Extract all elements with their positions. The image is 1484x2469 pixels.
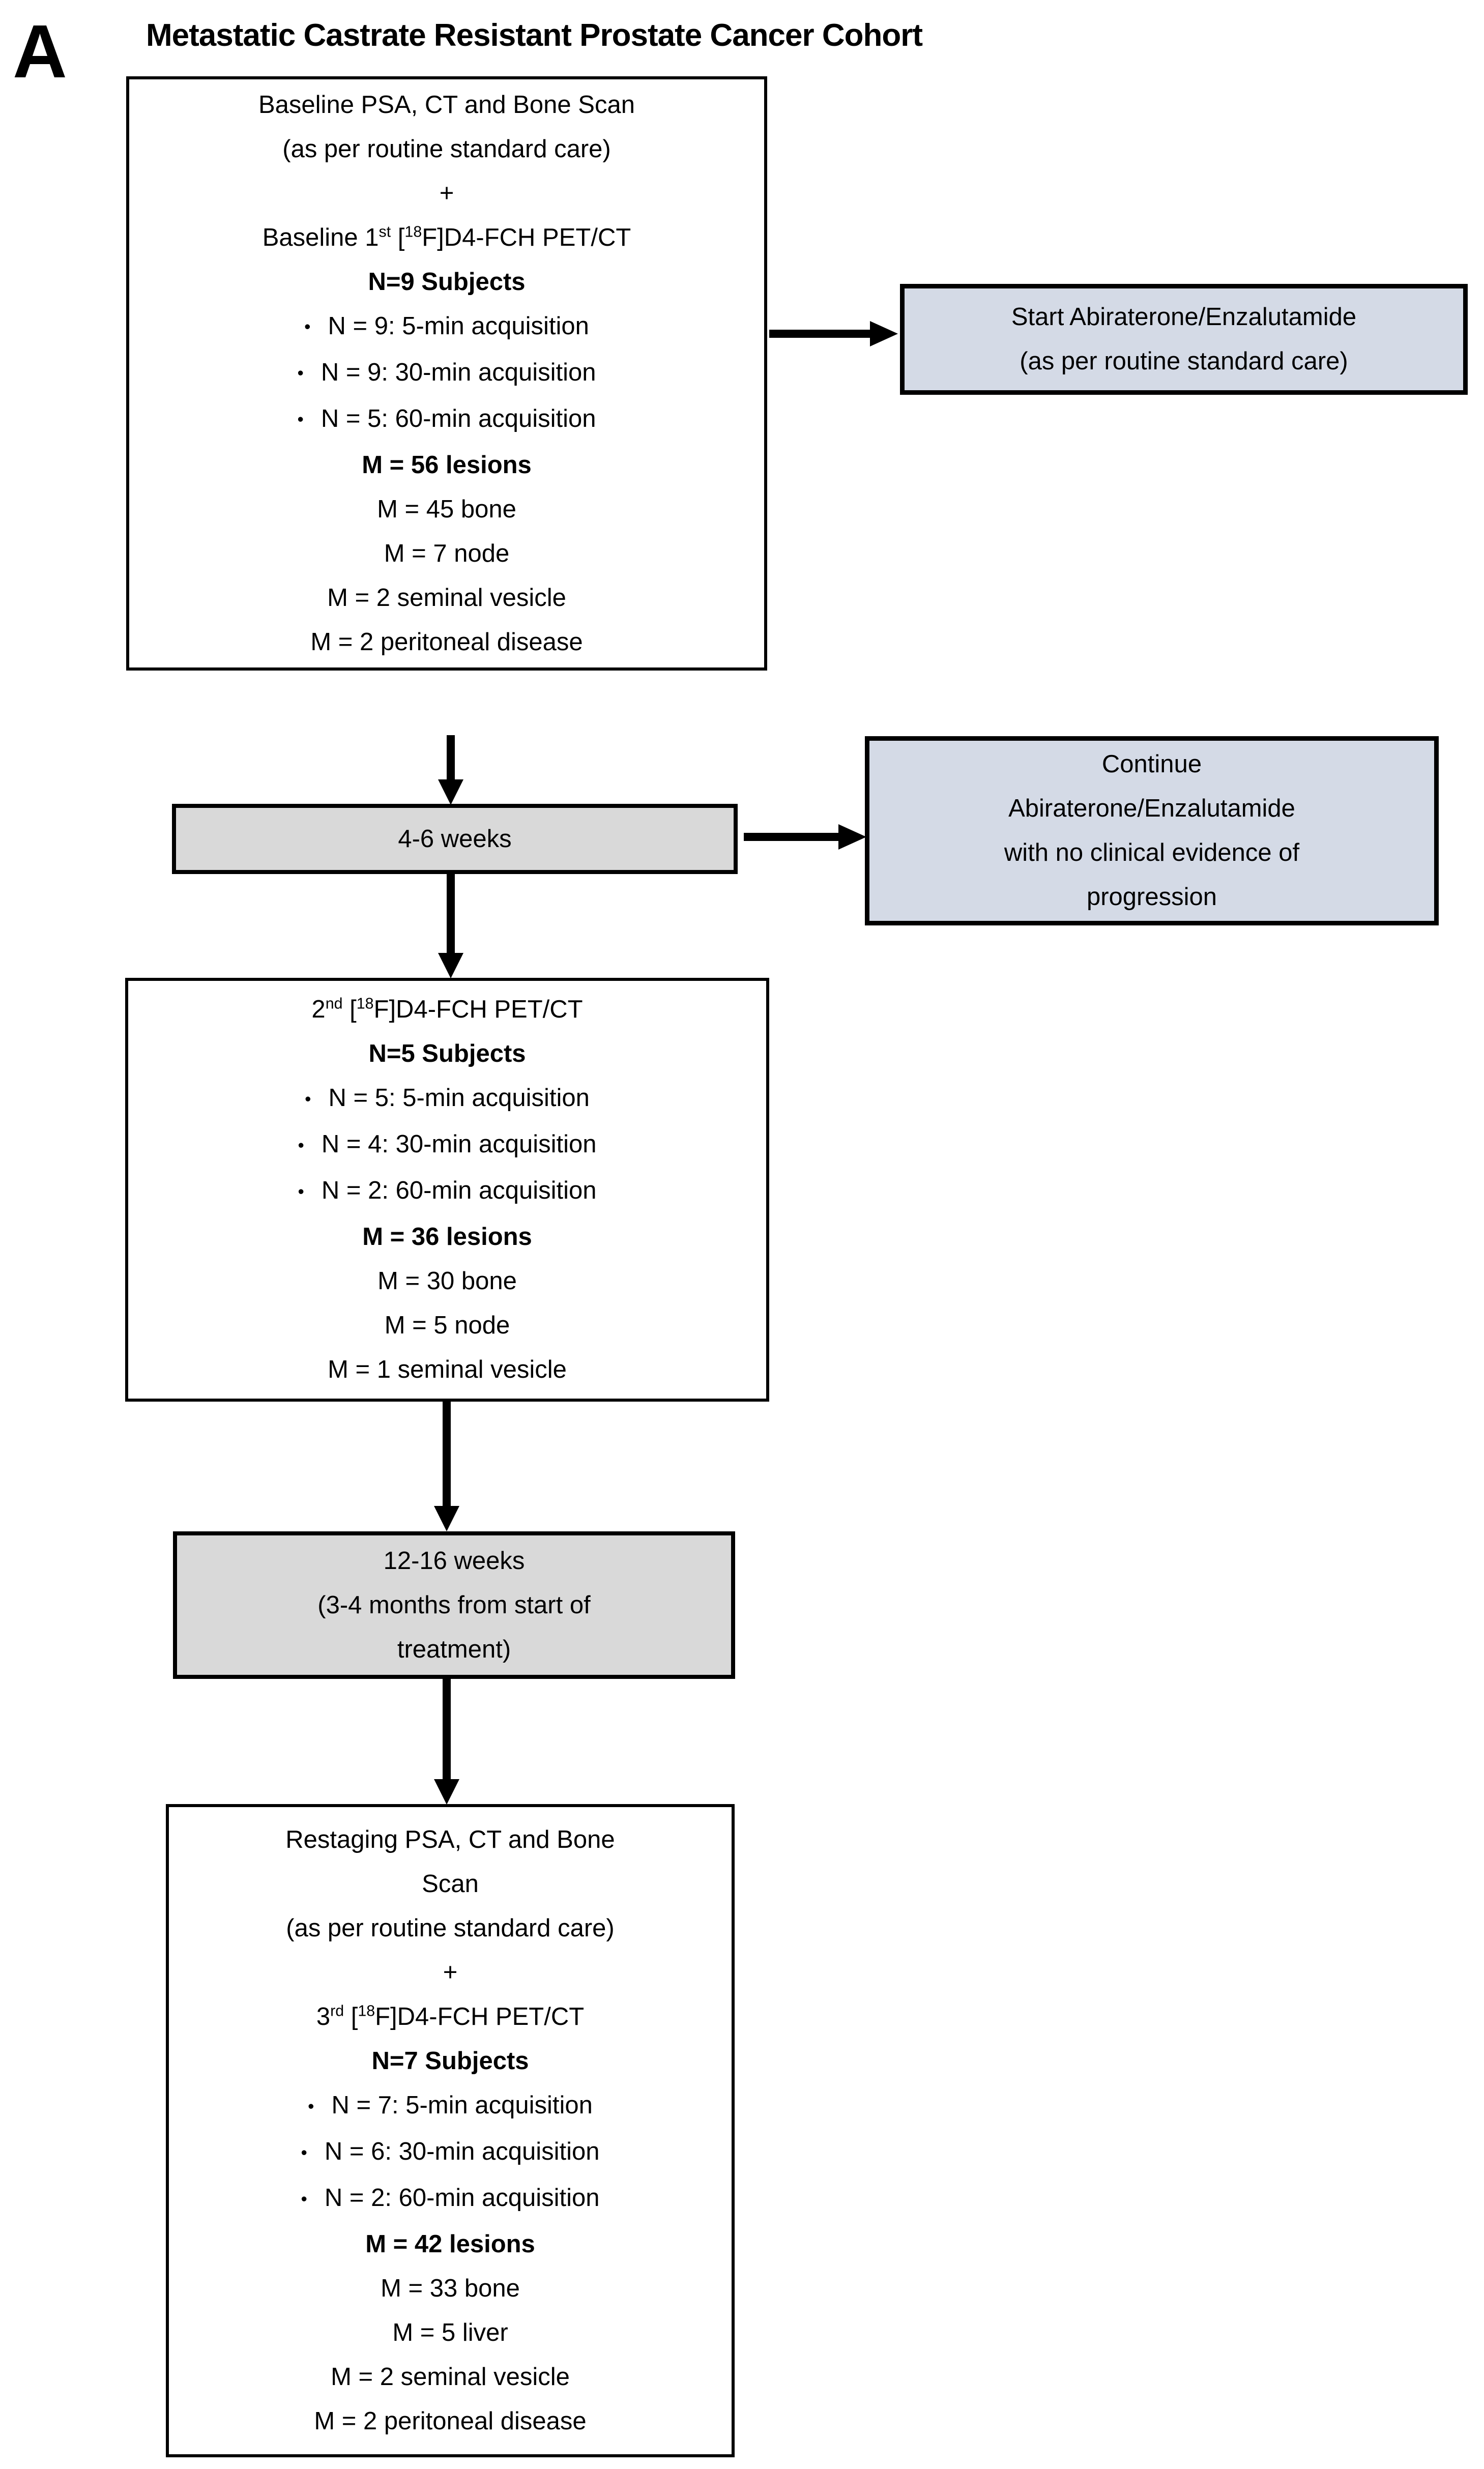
text-line: (3-4 months from start of <box>317 1591 591 1619</box>
bullet-line: •N = 2: 60-min acquisition <box>298 1169 597 1215</box>
bullet-line: •N = 2: 60-min acquisition <box>301 2176 600 2222</box>
text-line: M = 5 liver <box>392 2319 508 2346</box>
text-line: N=7 Subjects <box>371 2047 529 2075</box>
text-line: Restaging PSA, CT and Bone <box>285 1826 615 1853</box>
text-line: M = 2 seminal vesicle <box>331 2363 570 2391</box>
text-line: M = 2 peritoneal disease <box>310 628 583 656</box>
text-line: 12-16 weeks <box>383 1547 525 1575</box>
figure-title: Metastatic Castrate Resistant Prostate C… <box>146 18 923 53</box>
text-line: Abiraterone/Enzalutamide <box>1008 795 1295 822</box>
text-line: Baseline PSA, CT and Bone Scan <box>258 91 635 119</box>
arrow-shaft <box>447 735 455 782</box>
second-scan-box: 2nd [18F]D4-FCH PET/CT N=5 Subjects •N = 5… <box>125 978 769 1402</box>
bullet-marker: • <box>301 2189 307 2209</box>
arrow-shaft <box>443 1401 451 1508</box>
bullet-marker: • <box>305 1089 311 1109</box>
bullet-marker: • <box>304 317 311 337</box>
baseline-scan-box: Baseline PSA, CT and Bone Scan (as per ro… <box>126 76 767 671</box>
interval-4-6-weeks-box: 4-6 weeks <box>172 804 738 874</box>
text-line: Start Abiraterone/Enzalutamide <box>1011 303 1357 331</box>
arrow-shaft <box>769 330 871 338</box>
text-line: M = 2 peritoneal disease <box>314 2407 587 2435</box>
arrow-shaft <box>744 833 840 841</box>
bullet-line: •N = 7: 5-min acquisition <box>308 2083 593 2130</box>
bullet-line: •N = 9: 5-min acquisition <box>304 304 589 351</box>
text-line: N=9 Subjects <box>368 268 526 296</box>
text-line: Continue <box>1101 750 1202 778</box>
bullet-marker: • <box>301 2142 307 2163</box>
bullet-marker: • <box>308 2096 314 2116</box>
text-line: 4-6 weeks <box>398 825 512 853</box>
text-line: 3rd [18F]D4-FCH PET/CT <box>316 2002 585 2030</box>
text-line: with no clinical evidence of <box>1004 839 1300 866</box>
panel-label: A <box>13 10 67 94</box>
start-treatment-box: Start Abiraterone/Enzalutamide (as per ro… <box>900 284 1468 395</box>
text-line: (as per routine standard care) <box>282 135 611 163</box>
text-line: M = 56 lesions <box>362 451 532 479</box>
arrow-shaft <box>447 873 455 955</box>
text-line: M = 5 node <box>384 1312 510 1339</box>
bullet-marker: • <box>298 1135 304 1155</box>
arrow-down-icon <box>434 1779 459 1805</box>
bullet-line: •N = 4: 30-min acquisition <box>298 1122 597 1169</box>
text-line: Scan <box>422 1870 479 1898</box>
text-line: M = 36 lesions <box>362 1223 532 1251</box>
arrow-down-icon <box>434 1506 459 1531</box>
arrow-shaft <box>443 1678 451 1781</box>
text-line: M = 1 seminal vesicle <box>328 1356 567 1383</box>
text-line: treatment) <box>397 1635 511 1663</box>
text-line: Baseline 1st [18F]D4-FCH PET/CT <box>262 223 631 251</box>
text-line: progression <box>1086 883 1217 911</box>
text-line: + <box>439 179 454 207</box>
arrow-right-icon <box>838 824 866 850</box>
arrow-down-icon <box>438 779 463 805</box>
text-line: N=5 Subjects <box>368 1040 526 1067</box>
arrow-right-icon <box>870 321 898 346</box>
text-line: M = 30 bone <box>377 1267 517 1295</box>
bullet-marker: • <box>297 410 304 430</box>
text-line: (as per routine standard care) <box>286 1914 615 1942</box>
text-line: 2nd [18F]D4-FCH PET/CT <box>311 995 583 1023</box>
text-line: M = 7 node <box>384 539 510 567</box>
text-line: M = 2 seminal vesicle <box>327 584 566 612</box>
bullet-line: •N = 9: 30-min acquisition <box>298 351 596 397</box>
bullet-marker: • <box>297 363 304 384</box>
text-line: M = 45 bone <box>377 495 516 523</box>
text-line: M = 33 bone <box>381 2275 520 2302</box>
text-line: (as per routine standard care) <box>1020 347 1348 375</box>
text-line: + <box>443 1959 458 1986</box>
bullet-marker: • <box>298 1181 304 1202</box>
interval-12-16-weeks-box: 12-16 weeks (3-4 months from start of trea… <box>173 1531 735 1679</box>
text-line: M = 42 lesions <box>365 2230 535 2258</box>
bullet-line: •N = 5: 60-min acquisition <box>298 397 596 443</box>
bullet-line: •N = 5: 5-min acquisition <box>305 1076 590 1122</box>
arrow-down-icon <box>438 953 463 978</box>
bullet-line: •N = 6: 30-min acquisition <box>301 2130 600 2176</box>
